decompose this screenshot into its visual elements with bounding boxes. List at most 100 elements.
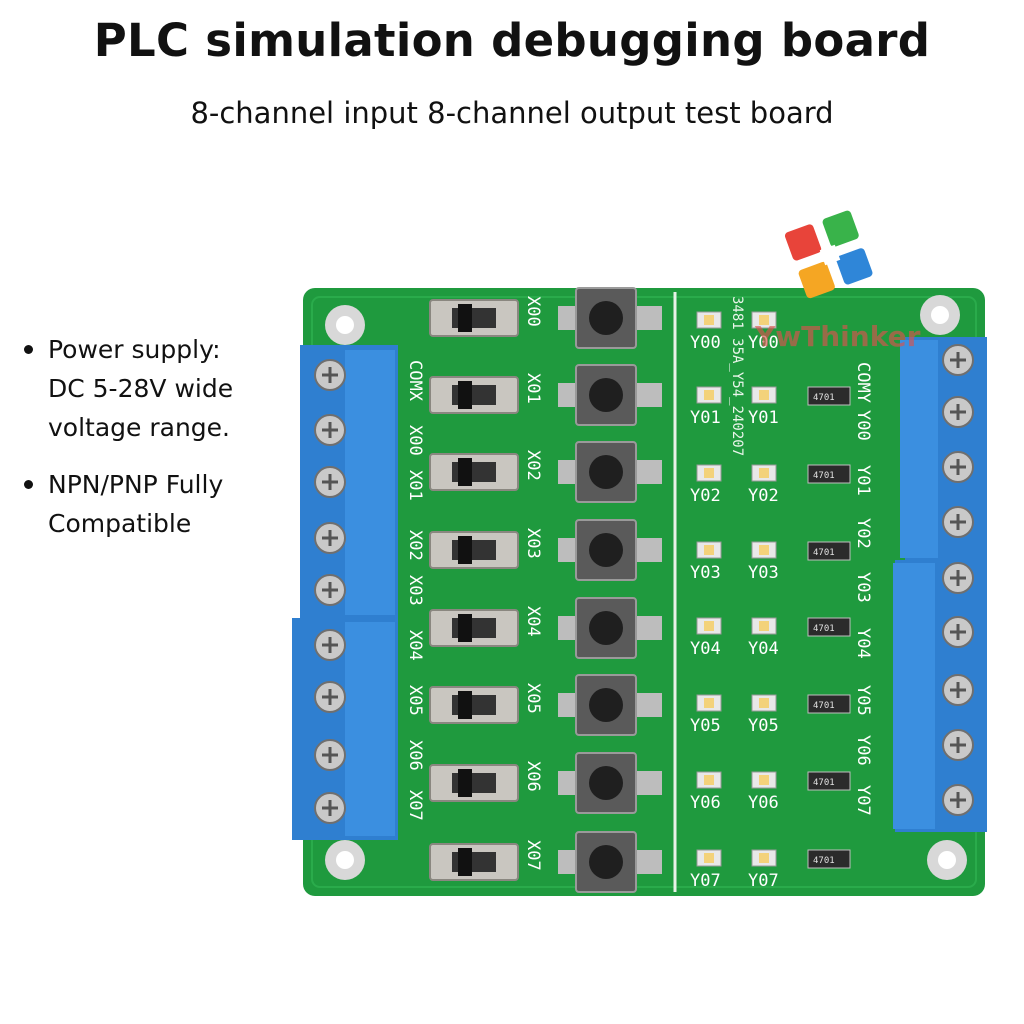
right-terminal-label: COMY: [853, 362, 873, 403]
svg-text:4701: 4701: [813, 624, 835, 634]
right-terminal-screw: [942, 562, 974, 594]
output-led: [696, 617, 777, 635]
tact-button-column: [558, 287, 662, 893]
output-channel-label: Y06: [748, 793, 779, 813]
slide-switch[interactable]: [429, 531, 519, 569]
board-code: 3481 35A_Y54_240207: [729, 296, 745, 456]
output-channel-label: Y05: [748, 716, 779, 736]
output-channel-label: Y04: [748, 639, 779, 659]
output-channel-label: Y00: [690, 333, 721, 353]
tact-button[interactable]: [558, 597, 662, 659]
tact-button[interactable]: [558, 674, 662, 736]
brand-watermark: YwThinker: [754, 320, 921, 353]
output-led: [696, 771, 777, 789]
input-channel-label: X02: [523, 450, 543, 481]
output-channel-label: Y06: [690, 793, 721, 813]
output-channel-label: Y07: [690, 871, 721, 891]
right-terminal-label: Y00: [853, 410, 873, 441]
left-terminal-screw: [314, 574, 346, 606]
output-channel-label: Y03: [690, 563, 721, 583]
right-terminal-screw: [942, 451, 974, 483]
slide-switch[interactable]: [429, 299, 519, 337]
slide-switch[interactable]: [429, 686, 519, 724]
svg-text:4701: 4701: [813, 701, 835, 711]
output-channel-label: Y01: [690, 408, 721, 428]
right-terminal-label: Y06: [853, 735, 873, 766]
page-title: PLC simulation debugging board: [93, 14, 931, 67]
smd-resistor: 4701: [807, 386, 851, 406]
slide-switch[interactable]: [429, 453, 519, 491]
left-terminal-label: X01: [405, 470, 425, 501]
left-terminal-screw: [314, 522, 346, 554]
svg-text:4701: 4701: [813, 856, 835, 866]
right-terminal-label: Y01: [853, 465, 873, 496]
output-led: [696, 464, 777, 482]
left-terminal-screw: [314, 466, 346, 498]
left-terminal-screw: [314, 414, 346, 446]
slide-switch[interactable]: [429, 609, 519, 647]
output-channel-label: Y05: [690, 716, 721, 736]
pcb-board: [303, 288, 985, 896]
tact-button[interactable]: [558, 287, 662, 349]
page-subtitle: 8-channel input 8-channel output test bo…: [190, 96, 834, 130]
output-channel-label: Y02: [690, 486, 721, 506]
feature-npn-pnp: NPN/PNP Fully Compatible: [20, 465, 240, 543]
right-terminal-label: Y04: [853, 628, 873, 659]
left-terminal-screw: [314, 792, 346, 824]
left-terminal-label: COMX: [405, 360, 425, 402]
right-terminal-label: Y02: [853, 518, 873, 549]
smd-resistor: 4701: [807, 771, 851, 791]
left-terminal-label: X04: [405, 630, 425, 661]
feature-list: Power supply: DC 5-28V wide voltage rang…: [20, 330, 240, 561]
right-terminal-block: [893, 337, 987, 832]
slide-switch[interactable]: [429, 376, 519, 414]
smd-resistor: 4701: [807, 541, 851, 561]
left-terminal-screw: [314, 681, 346, 713]
output-led: [696, 694, 777, 712]
smd-resistor: 4701: [807, 617, 851, 637]
input-channel-label: X06: [523, 761, 543, 792]
smd-resistor: 4701: [807, 849, 851, 869]
input-channel-label: X04: [523, 606, 543, 637]
smd-resistor: 4701: [807, 694, 851, 714]
output-channel-label: Y02: [748, 486, 779, 506]
left-terminal-label: X02: [405, 530, 425, 561]
right-terminal-screw: [942, 344, 974, 376]
right-terminal-screw: [942, 506, 974, 538]
output-channel-label: Y07: [748, 871, 779, 891]
output-channel-label: Y00: [748, 333, 779, 353]
left-terminal-block: [292, 345, 398, 840]
svg-text:4701: 4701: [813, 778, 835, 788]
output-led: [696, 386, 777, 404]
output-led: [696, 311, 777, 329]
right-terminal-screw: [942, 729, 974, 761]
left-terminal-screw: [314, 359, 346, 391]
slide-switch[interactable]: [429, 843, 519, 881]
left-terminal-label: X05: [405, 685, 425, 716]
left-terminal-screw: [314, 739, 346, 771]
tact-button[interactable]: [558, 441, 662, 503]
tact-button[interactable]: [558, 519, 662, 581]
output-led: [696, 849, 777, 867]
left-terminal-label: X03: [405, 575, 425, 606]
input-channel-label: X00: [523, 296, 543, 327]
right-terminal-screw: [942, 784, 974, 816]
right-terminal-label: Y05: [853, 685, 873, 716]
right-terminal-label: Y03: [853, 572, 873, 603]
svg-text:4701: 4701: [813, 548, 835, 558]
tact-button[interactable]: [558, 364, 662, 426]
smd-resistor: 4701: [807, 464, 851, 484]
svg-text:4701: 4701: [813, 471, 835, 481]
output-led: [696, 541, 777, 559]
input-channel-label: X05: [523, 683, 543, 714]
tact-button[interactable]: [558, 752, 662, 814]
right-terminal-screw: [942, 674, 974, 706]
slide-switch[interactable]: [429, 764, 519, 802]
tact-button[interactable]: [558, 831, 662, 893]
brand-logo: [784, 210, 873, 299]
svg-text:4701: 4701: [813, 393, 835, 403]
left-terminal-label: X06: [405, 740, 425, 771]
